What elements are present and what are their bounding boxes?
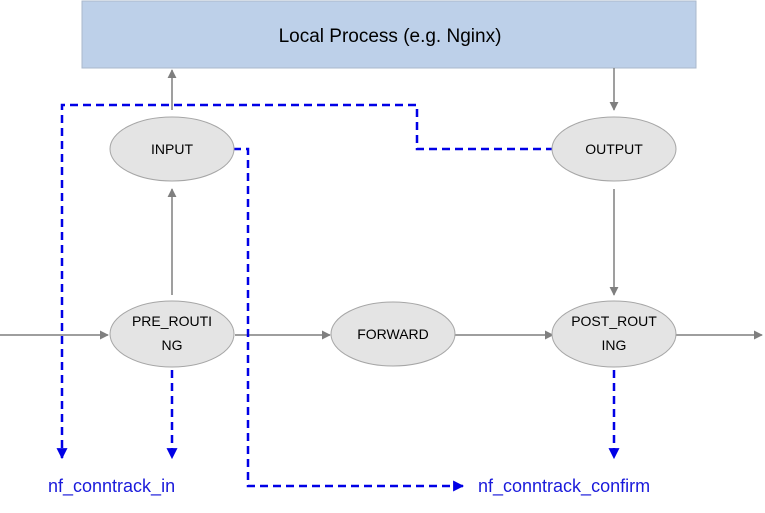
node-post-routing: POST_ROUT ING bbox=[551, 300, 677, 368]
node-forward-label: FORWARD bbox=[357, 326, 429, 342]
local-process-label: Local Process (e.g. Nginx) bbox=[279, 26, 502, 47]
dashed-input-to-conntrack-confirm bbox=[233, 147, 465, 492]
dashed-output-to-conntrack-in bbox=[56, 103, 554, 460]
node-pre-routing-label-line1: PRE_ROUTI bbox=[132, 313, 212, 329]
node-pre-routing: PRE_ROUTI NG bbox=[109, 300, 235, 368]
node-output-label: OUTPUT bbox=[585, 141, 643, 157]
node-output: OUTPUT bbox=[551, 116, 677, 182]
hook-label-conntrack-in: nf_conntrack_in bbox=[48, 476, 175, 497]
hook-label-conntrack-confirm: nf_conntrack_confirm bbox=[478, 476, 650, 497]
node-input-label: INPUT bbox=[151, 141, 193, 157]
node-pre-routing-label-line2: NG bbox=[162, 337, 183, 353]
local-process-box bbox=[81, 0, 697, 69]
conntrack-dashed-paths bbox=[56, 103, 620, 492]
node-forward: FORWARD bbox=[330, 301, 456, 367]
node-post-routing-label-line1: POST_ROUT bbox=[571, 313, 657, 329]
node-input: INPUT bbox=[109, 116, 235, 182]
node-post-routing-label-line2: ING bbox=[602, 337, 627, 353]
packet-flow-arrows bbox=[0, 68, 763, 340]
